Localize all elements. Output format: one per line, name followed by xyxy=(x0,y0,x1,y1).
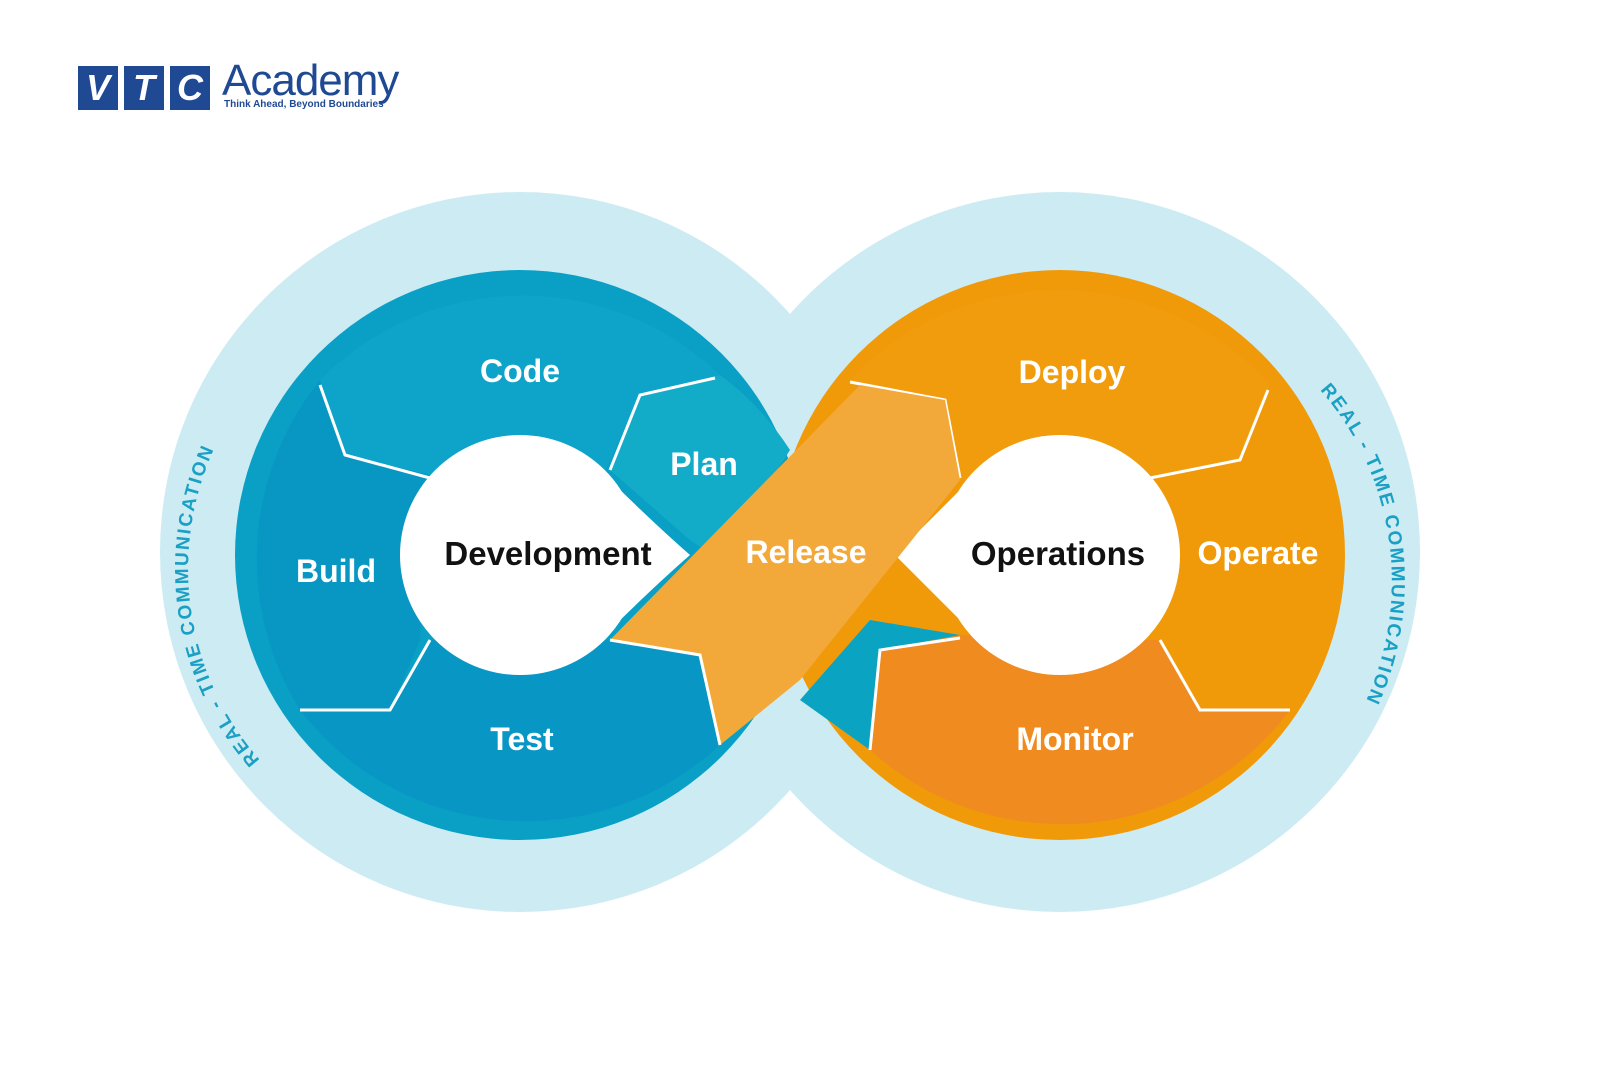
segment-code xyxy=(320,295,720,475)
logo-tagline: Think Ahead, Beyond Boundaries xyxy=(224,99,384,110)
label-development: Development xyxy=(444,535,651,572)
segment-release xyxy=(610,385,960,745)
segment-operate xyxy=(1160,385,1332,710)
label-operate: Operate xyxy=(1198,535,1319,571)
label-release: Release xyxy=(746,534,867,570)
segment-monitor xyxy=(870,635,1290,825)
segment-deploy xyxy=(850,290,1270,480)
operations-hub xyxy=(940,435,1180,675)
label-code: Code xyxy=(480,353,560,389)
logo-word: Academy xyxy=(222,56,399,105)
development-hub xyxy=(400,435,640,675)
label-build: Build xyxy=(296,553,376,589)
label-deploy: Deploy xyxy=(1019,354,1126,390)
logo-letter-box: T xyxy=(124,66,164,110)
logo-letter-box: V xyxy=(78,66,118,110)
label-monitor: Monitor xyxy=(1016,721,1133,757)
development-loop xyxy=(235,270,805,840)
label-test: Test xyxy=(490,721,554,757)
vtc-academy-logo: V T C Academy Think Ahead, Beyond Bounda… xyxy=(78,56,438,116)
segment-ops-teal xyxy=(800,620,960,750)
label-plan: Plan xyxy=(670,446,738,482)
segment-build xyxy=(256,380,430,710)
label-operations: Operations xyxy=(971,535,1145,572)
logo-letter-box: C xyxy=(170,66,210,110)
